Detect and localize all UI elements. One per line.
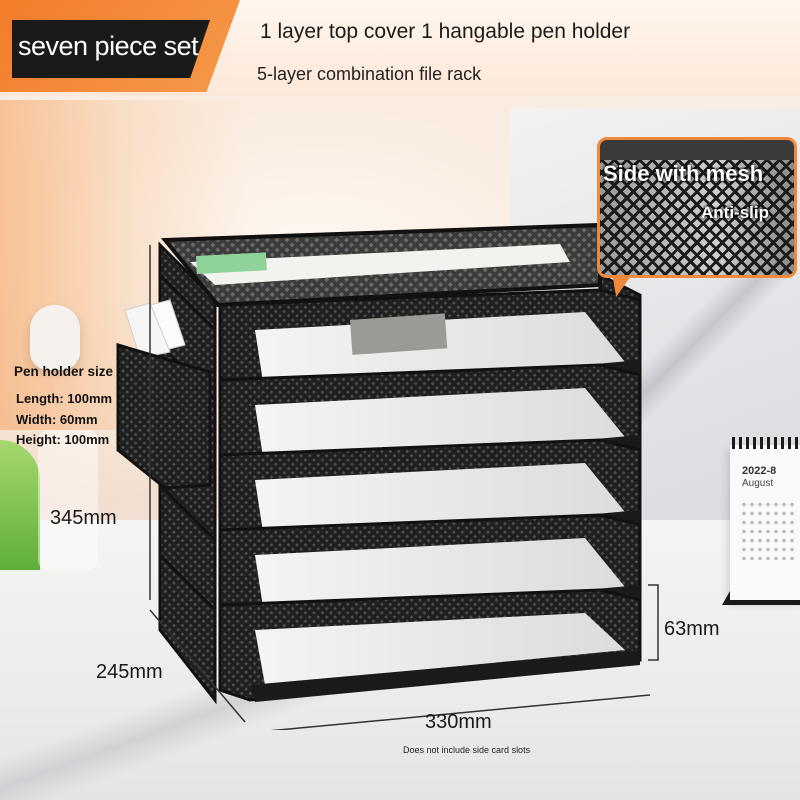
callout-title: Side with mesh: [603, 161, 764, 186]
mesh-closeup-image: [600, 160, 794, 275]
pen-holder-width: Width: 60mm: [16, 412, 98, 427]
glass-vase: [38, 430, 98, 570]
file-rack-illustration: [116, 222, 659, 730]
white-flower: [30, 305, 80, 370]
rack-trays: [218, 288, 642, 702]
pen-holder-length: Length: 100mm: [16, 391, 113, 406]
calendar-month-name: August: [742, 478, 774, 489]
callout-subtitle: Anti-slip: [701, 203, 769, 222]
callout-box: [597, 137, 797, 278]
pen-holder: [116, 299, 212, 490]
banner-dark-shape: [12, 20, 210, 78]
plant-leaf: [0, 440, 40, 570]
header-line-2: 5-layer combination file rack: [257, 64, 482, 84]
pen-holder-height: Height: 100mm: [16, 432, 110, 447]
dimension-depth-label: 245mm: [96, 661, 163, 683]
dimension-width-label: 330mm: [425, 711, 492, 733]
desk-calendar: 2022-8 August: [722, 415, 800, 610]
calendar-year-month: 2022-8: [742, 465, 777, 477]
rack-top-cover: [160, 222, 602, 308]
dimension-layer-gap-label: 63mm: [664, 618, 720, 640]
calendar-binding: [732, 437, 800, 449]
dimension-height-label: 345mm: [50, 507, 117, 529]
dimension-lines: [149, 245, 659, 730]
footnote: Does not include side card slots: [403, 745, 531, 755]
mesh-callout: Side with mesh Anti-slip: [597, 137, 797, 307]
header-line-1: 1 layer top cover 1 hangable pen holder: [260, 20, 631, 43]
banner-title: seven piece set: [18, 31, 199, 61]
pen-holder-size-title: Pen holder size: [14, 364, 114, 379]
calendar-days-grid: [740, 500, 795, 560]
